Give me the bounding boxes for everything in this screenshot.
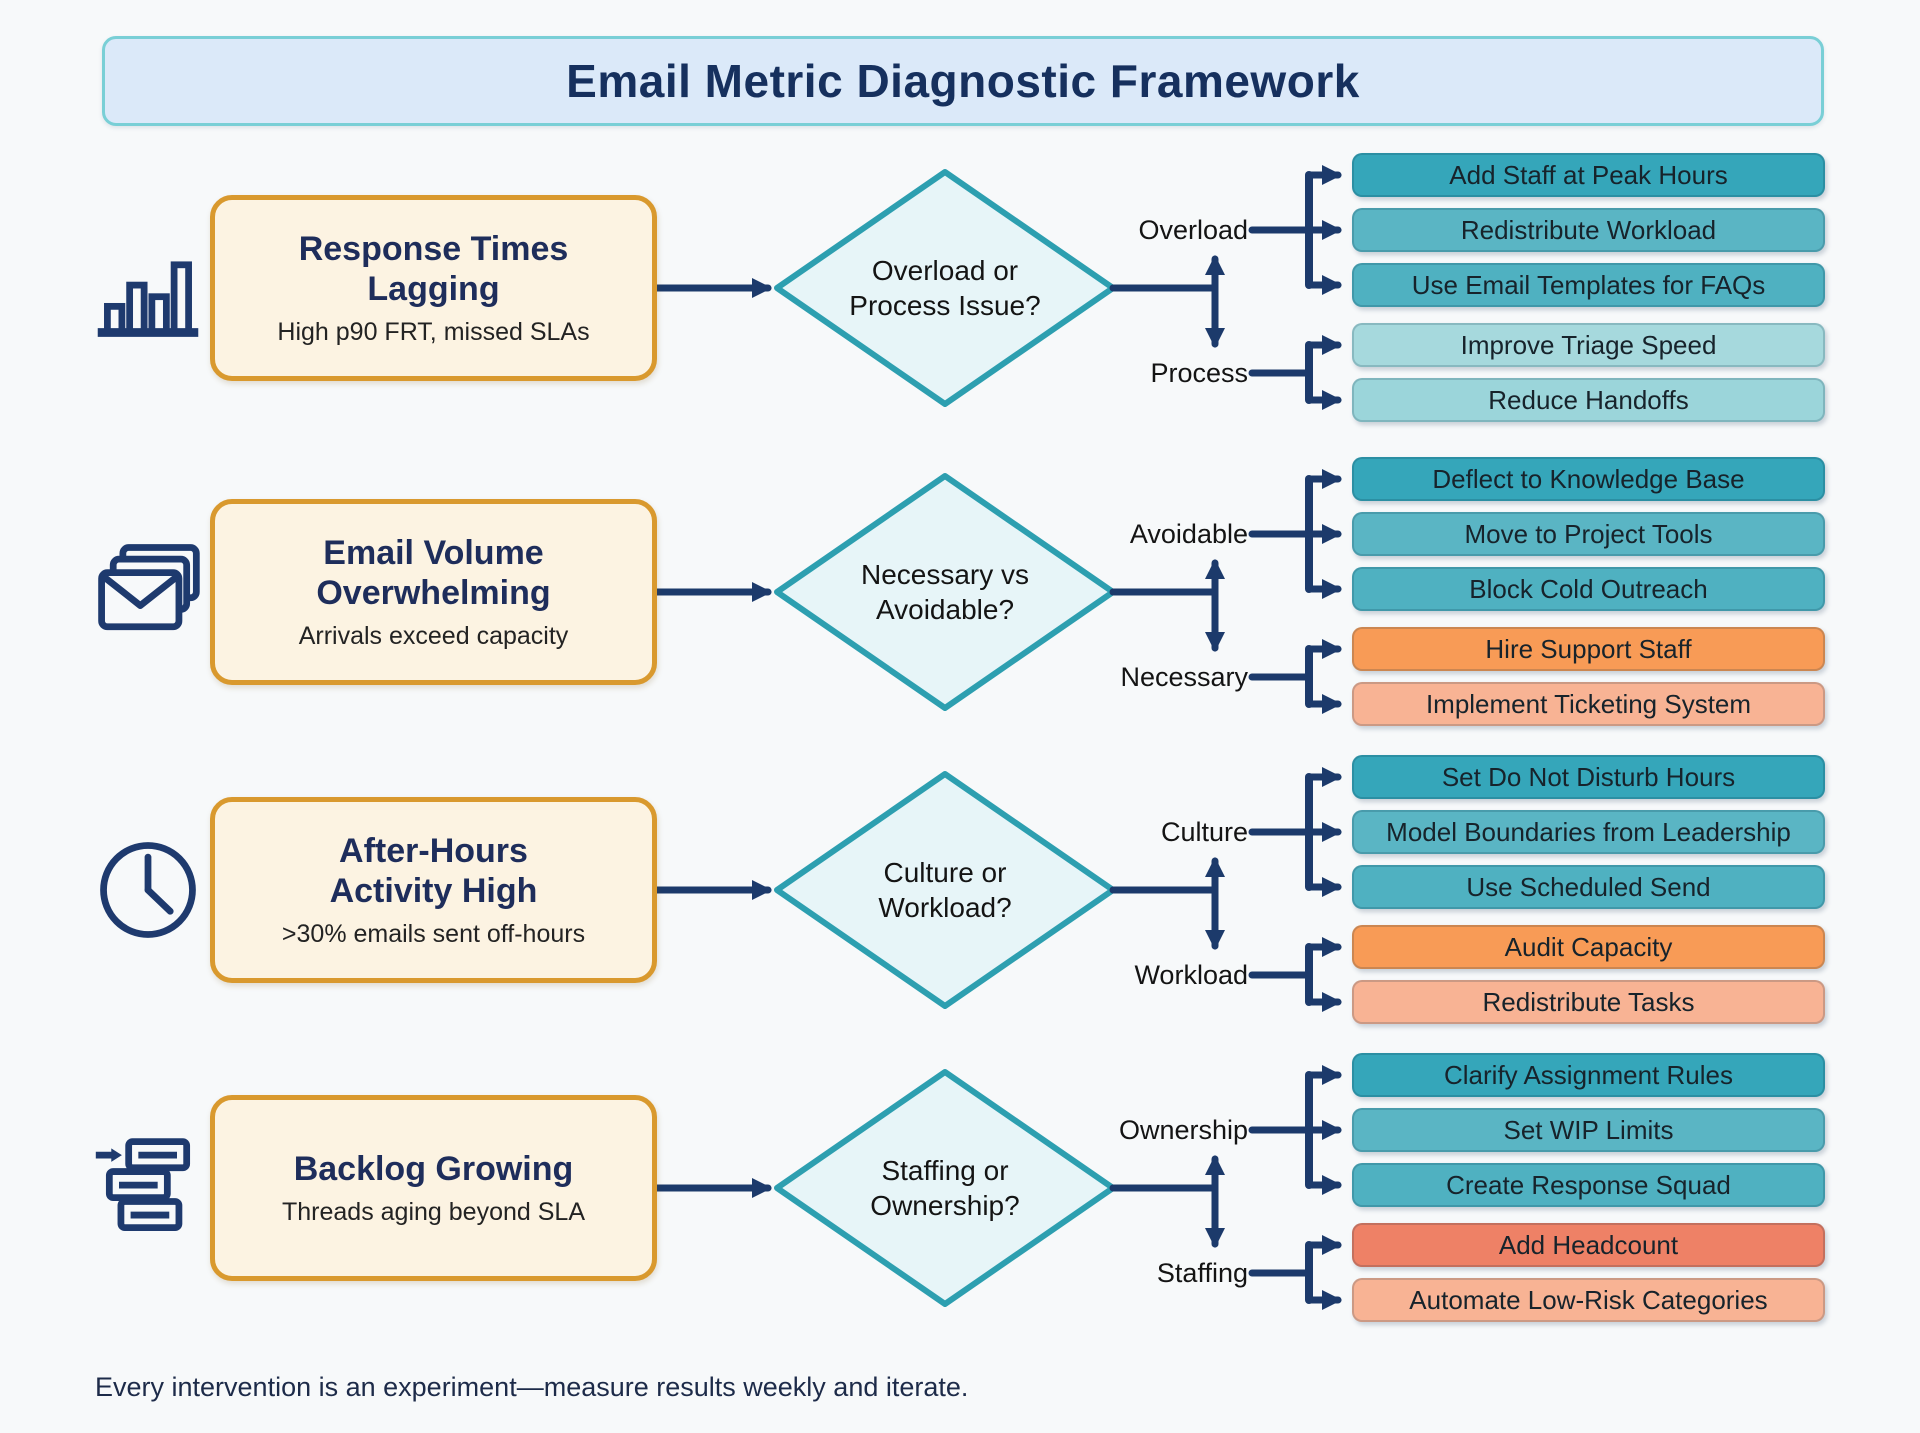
branch-label: Avoidable [1129,519,1248,549]
action-box: Improve Triage Speed [1352,323,1825,367]
title-banner: Email Metric Diagnostic Framework [102,36,1824,126]
footer-note: Every intervention is an experiment—meas… [95,1372,969,1402]
action-box: Redistribute Tasks [1352,980,1825,1024]
action-box: Use Email Templates for FAQs [1352,263,1825,307]
decision-text: Overload or Process Issue? [849,255,1041,321]
backlog-icon [86,1126,210,1250]
decision-text: Necessary vs Avoidable? [860,559,1030,625]
problem-title: After-Hours Activity High [329,831,538,910]
bar-chart-icon [86,226,210,350]
action-box: Hire Support Staff [1352,627,1825,671]
branch-label: Staffing [1156,1258,1248,1288]
action-box: Move to Project Tools [1352,512,1825,556]
problem-title: Backlog Growing [293,1149,574,1188]
action-box: Audit Capacity [1352,925,1825,969]
problem-box: After-Hours Activity High >30% emails sen… [210,797,657,983]
action-box: Add Staff at Peak Hours [1352,153,1825,197]
action-box: Clarify Assignment Rules [1352,1053,1825,1097]
page-title: Email Metric Diagnostic Framework [566,55,1360,107]
action-box: Block Cold Outreach [1352,567,1825,611]
action-box: Reduce Handoffs [1352,378,1825,422]
action-box: Implement Ticketing System [1352,682,1825,726]
decision-text: Staffing or Ownership? [870,1155,1020,1221]
branch-label: Overload [1138,215,1248,245]
branch-label: Ownership [1118,1115,1248,1145]
problem-title: Response Times Lagging [298,229,569,308]
action-box: Redistribute Workload [1352,208,1825,252]
branch-label: Culture [1160,817,1248,847]
action-box: Deflect to Knowledge Base [1352,457,1825,501]
action-box: Use Scheduled Send [1352,865,1825,909]
problem-subtitle: Arrivals exceed capacity [298,622,569,651]
action-box: Automate Low-Risk Categories [1352,1278,1825,1322]
action-box: Create Response Squad [1352,1163,1825,1207]
action-box: Add Headcount [1352,1223,1825,1267]
decision-text: Culture or Workload? [878,857,1012,923]
clock-icon [86,828,210,952]
problem-title: Email Volume Overwhelming [316,533,551,612]
problem-subtitle: High p90 FRT, missed SLAs [277,318,590,347]
branch-label: Necessary [1120,662,1248,692]
problem-subtitle: Threads aging beyond SLA [282,1198,585,1227]
branch-label: Workload [1134,960,1248,990]
action-box: Model Boundaries from Leadership [1352,810,1825,854]
problem-subtitle: >30% emails sent off-hours [281,920,586,949]
action-box: Set Do Not Disturb Hours [1352,755,1825,799]
branch-label: Process [1150,358,1248,388]
action-box: Set WIP Limits [1352,1108,1825,1152]
envelopes-icon [86,530,210,654]
